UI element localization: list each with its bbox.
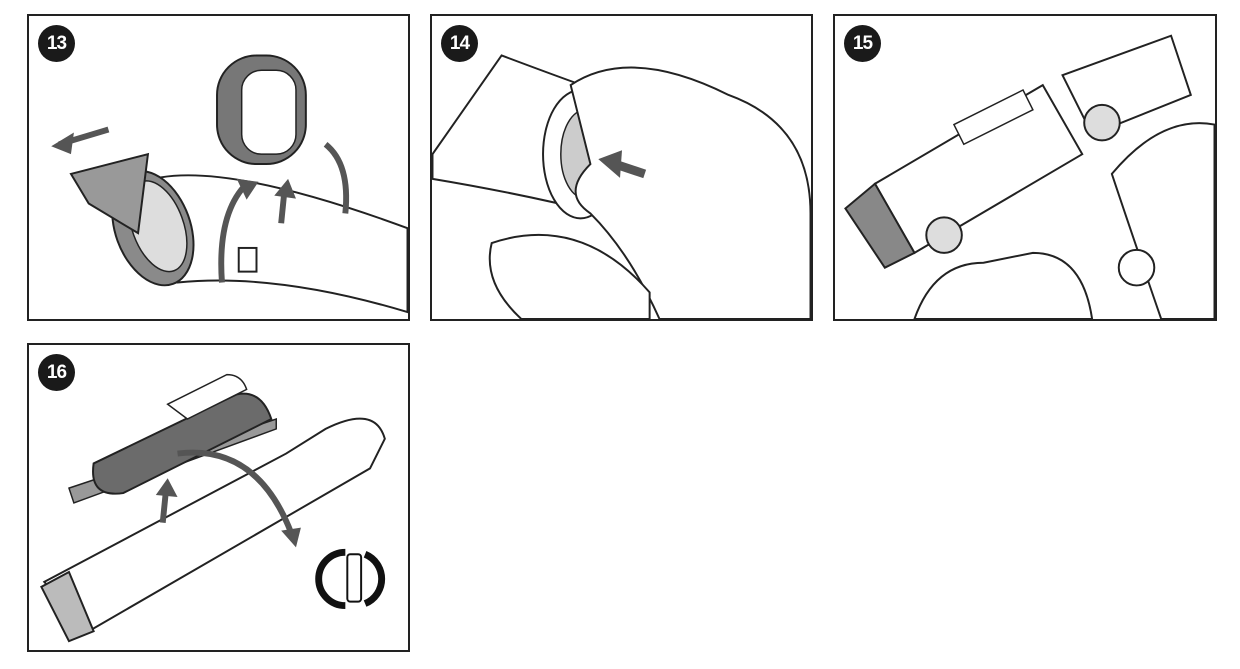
cut-wires-illustration bbox=[844, 34, 1215, 319]
step-13-panel: 13 bbox=[27, 14, 410, 321]
arrow-icon bbox=[598, 150, 622, 178]
step-16-panel: 16 bbox=[27, 343, 410, 652]
arrow-icon bbox=[155, 478, 178, 498]
step-14-panel: 14 bbox=[430, 14, 813, 321]
step-number-badge: 14 bbox=[441, 25, 478, 62]
step-15-panel: 15 bbox=[833, 14, 1217, 321]
battery bbox=[92, 392, 273, 495]
step-number-badge: 13 bbox=[38, 25, 75, 62]
battery-recycle-icon bbox=[315, 548, 386, 610]
push-button-illustration bbox=[432, 54, 811, 319]
remove-comb-attachment-illustration bbox=[51, 54, 408, 314]
step-number-badge: 15 bbox=[844, 25, 881, 62]
step-number-badge: 16 bbox=[38, 354, 75, 391]
remove-battery-illustration bbox=[40, 373, 386, 643]
